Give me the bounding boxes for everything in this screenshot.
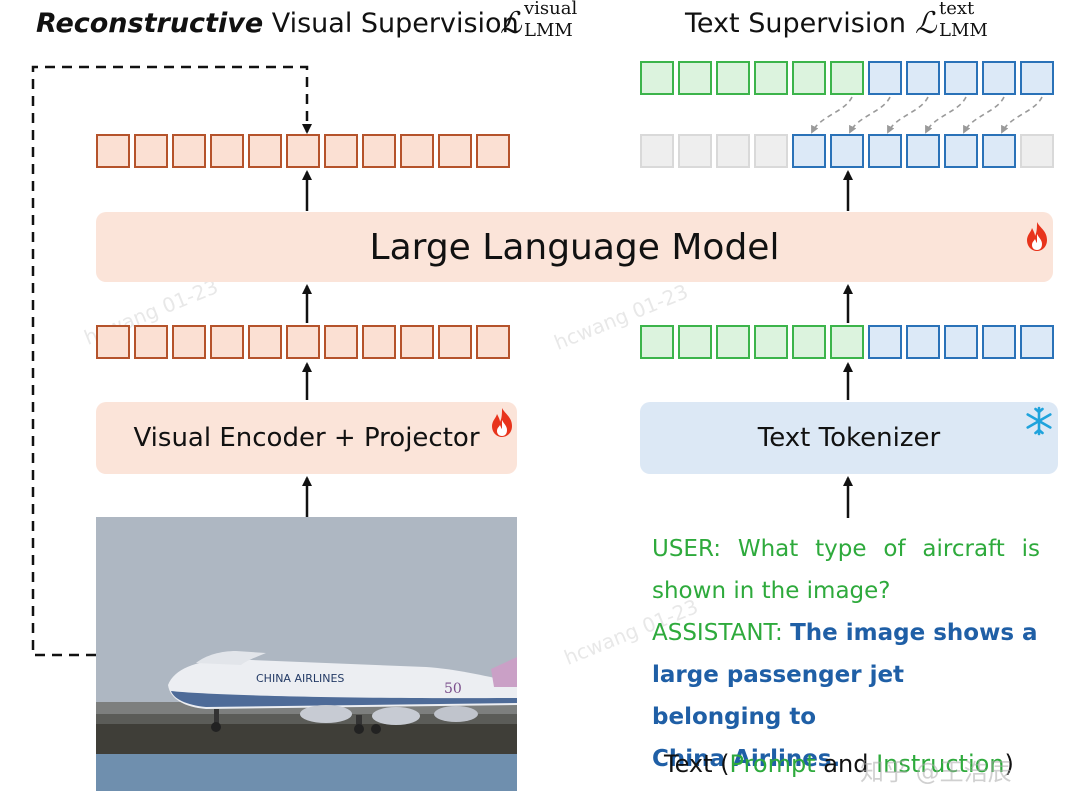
text-target-token	[792, 61, 826, 95]
visual-supervision-label: Visual Supervision	[263, 8, 519, 39]
text-output-token	[982, 134, 1016, 168]
loss-visual-subscript: LMM	[524, 20, 573, 41]
text-target-token	[868, 61, 902, 95]
visual-input-token	[96, 325, 130, 359]
answer-line-1: The image shows a	[790, 620, 1038, 646]
text-input-token	[868, 325, 902, 359]
text-input-token	[830, 325, 864, 359]
site-watermark: 知乎 @王浩辰	[860, 758, 1012, 786]
airplane-photo: CHINA AIRLINES 50	[96, 517, 517, 791]
loss-script-l: ℒ	[500, 6, 522, 41]
visual-input-token	[248, 325, 282, 359]
assistant-label: ASSISTANT:	[652, 620, 791, 646]
text-output-token	[906, 134, 940, 168]
loss-visual-superscript: visual	[524, 0, 578, 19]
visual-supervision-title: Reconstructive Visual Supervision	[36, 6, 519, 42]
text-output-token	[716, 134, 750, 168]
llm-label: Large Language Model	[369, 226, 780, 268]
loss-script-l: ℒ	[915, 6, 937, 41]
text-input-token	[982, 325, 1016, 359]
text-target-token	[678, 61, 712, 95]
text-target-token	[1020, 61, 1054, 95]
assistant-line: ASSISTANT: The image shows a	[652, 612, 1040, 654]
answer-line-3: China Airlines.	[652, 746, 841, 772]
text-input-token	[1020, 325, 1054, 359]
text-output-token	[944, 134, 978, 168]
caption-suffix: )	[1004, 750, 1014, 778]
text-output-token	[830, 134, 864, 168]
text-output-token	[678, 134, 712, 168]
text-supervision-title: Text Supervision	[685, 6, 906, 42]
text-supervision-label: Text Supervision	[685, 8, 906, 39]
text-input-token	[754, 325, 788, 359]
visual-encoder-block: Visual Encoder + Projector	[96, 402, 517, 474]
text-target-token	[982, 61, 1016, 95]
text-target-token	[640, 61, 674, 95]
visual-output-token	[172, 134, 206, 168]
snowflake-icon	[1026, 406, 1052, 436]
user-line-1: USER: What type of aircraft is	[652, 536, 1040, 562]
text-input-token	[678, 325, 712, 359]
loss-text-subscript: LMM	[939, 20, 988, 41]
input-image: CHINA AIRLINES 50	[96, 517, 517, 791]
text-target-token	[716, 61, 750, 95]
caption-prefix: Text (	[664, 750, 730, 778]
text-output-token	[640, 134, 674, 168]
text-caption: Text (Prompt and Instruction)	[664, 750, 1014, 778]
visual-loss-symbol: ℒ visual LMM	[500, 0, 600, 46]
text-target-token	[944, 61, 978, 95]
loss-text-superscript: text	[939, 0, 975, 19]
visual-output-token	[210, 134, 244, 168]
visual-input-token	[286, 325, 320, 359]
text-target-token	[906, 61, 940, 95]
visual-input-token	[400, 325, 434, 359]
visual-output-token	[96, 134, 130, 168]
text-input-token	[640, 325, 674, 359]
text-output-token	[792, 134, 826, 168]
text-output-token	[754, 134, 788, 168]
next-token-shift-arrows	[811, 96, 1043, 134]
visual-input-token	[210, 325, 244, 359]
text-input-token	[944, 325, 978, 359]
visual-output-token	[248, 134, 282, 168]
llm-block: Large Language Model	[96, 212, 1053, 282]
text-input-token	[792, 325, 826, 359]
visual-output-token	[286, 134, 320, 168]
visual-input-token	[324, 325, 358, 359]
caption-and: and	[815, 750, 877, 778]
caption-instruction: Instruction	[876, 750, 1005, 778]
answer-line-2: large passenger jet belonging to	[652, 662, 905, 730]
fire-icon	[492, 408, 512, 437]
text-tokenizer-label: Text Tokenizer	[757, 423, 941, 453]
visual-encoder-label: Visual Encoder + Projector	[133, 423, 480, 453]
text-target-token	[754, 61, 788, 95]
caption-prompt: Prompt	[729, 750, 816, 778]
reconstruction-loop-arrow	[31, 65, 312, 657]
visual-input-token	[362, 325, 396, 359]
visual-output-token	[362, 134, 396, 168]
visual-output-token	[400, 134, 434, 168]
visual-input-token	[438, 325, 472, 359]
text-output-token	[1020, 134, 1054, 168]
visual-input-token	[476, 325, 510, 359]
text-output-token	[868, 134, 902, 168]
text-tokenizer-block: Text Tokenizer	[640, 402, 1058, 474]
reconstructive-label: Reconstructive	[36, 8, 264, 39]
fire-icon	[1027, 222, 1047, 251]
text-input-token	[906, 325, 940, 359]
tail-number-text: 50	[444, 681, 462, 697]
visual-output-token	[438, 134, 472, 168]
user-line-2: shown in the image?	[652, 578, 891, 604]
visual-output-token	[476, 134, 510, 168]
visual-output-token	[324, 134, 358, 168]
visual-output-token	[134, 134, 168, 168]
text-input-token	[716, 325, 750, 359]
visual-input-token	[172, 325, 206, 359]
airline-livery-text: CHINA AIRLINES	[256, 672, 344, 685]
conversation-text: USER: What type of aircraft is shown in …	[652, 528, 1040, 780]
visual-input-token	[134, 325, 168, 359]
text-loss-symbol: ℒ text LMM	[915, 0, 1015, 46]
text-target-token	[830, 61, 864, 95]
